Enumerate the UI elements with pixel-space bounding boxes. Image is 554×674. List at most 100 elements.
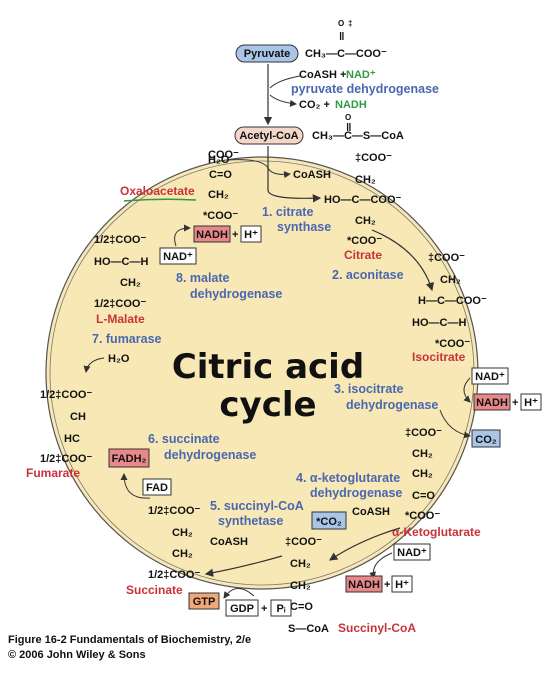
pyruvate-dagger: ‡ bbox=[348, 19, 352, 28]
enzyme-4-line1: 4. α-ketoglutarate bbox=[296, 471, 400, 485]
akgdh-plus: + bbox=[384, 579, 390, 591]
sdh-fadh2: FADH₂ bbox=[112, 453, 147, 465]
oxaloacetate-name: Oxaloacetate bbox=[120, 184, 195, 198]
pyruvate-structure: CH₃—C—COO⁻ bbox=[305, 48, 387, 60]
akgdh-h: H⁺ bbox=[395, 579, 409, 591]
figure-caption-line1: Figure 16-2 Fundamentals of Biochemistry… bbox=[8, 634, 251, 646]
fumarase-arc bbox=[83, 357, 105, 373]
malate-l1: 1/2‡COO⁻ bbox=[94, 234, 146, 246]
akg-l3: CH₂ bbox=[412, 468, 433, 480]
pyruvate-dbl: ‖ bbox=[339, 31, 344, 43]
oaa-l3: CH₂ bbox=[208, 189, 229, 201]
akg-name: α-Ketoglutarate bbox=[392, 525, 481, 539]
acetyl-o: O bbox=[345, 113, 351, 122]
icdh-nad-box bbox=[471, 367, 509, 385]
malate-l3: CH₂ bbox=[120, 277, 141, 289]
enzyme-8-line2: dehydrogenase bbox=[190, 287, 282, 301]
succinate-l2: CH₂ bbox=[172, 527, 193, 539]
mdh-nadh: NADH bbox=[196, 229, 228, 241]
scs-plus: + bbox=[261, 603, 267, 615]
icdh-h-box bbox=[520, 393, 542, 411]
akg-l4: C=O bbox=[412, 490, 435, 502]
fumarate-l1: 1/2‡COO⁻ bbox=[40, 389, 92, 401]
aconitase-arrow bbox=[371, 229, 434, 292]
pdh-nadh: NADH bbox=[335, 99, 367, 111]
akg-l5: *COO⁻ bbox=[405, 510, 440, 522]
enzyme-2: 2. aconitase bbox=[332, 268, 404, 282]
succinate-name: Succinate bbox=[126, 583, 183, 597]
succcoa-l2: CH₂ bbox=[290, 558, 311, 570]
scs-gdp: GDP bbox=[230, 603, 254, 615]
oaa-l4: *COO⁻ bbox=[203, 210, 238, 222]
oaa-l1: COO⁻ bbox=[208, 149, 239, 161]
isocitrate-l1: ‡COO⁻ bbox=[428, 252, 465, 264]
pdh-cofactor-out bbox=[269, 94, 297, 107]
pyruvate-label: Pyruvate bbox=[244, 48, 290, 60]
pdh-cofactor-nad: NAD⁺ bbox=[346, 69, 376, 81]
cycle-title-line1: Citric acid bbox=[172, 347, 364, 387]
icdh-nadh: NADH bbox=[476, 397, 508, 409]
pdh-co2: CO₂ + bbox=[299, 99, 330, 111]
enzyme-6-line2: dehydrogenase bbox=[164, 448, 256, 462]
cs-water: H₂O bbox=[208, 154, 230, 166]
acetyl-into-citrate bbox=[267, 189, 322, 203]
figure-caption-line2: © 2006 John Wiley & Sons bbox=[8, 649, 146, 661]
isocitrate-l4: HO—C—H bbox=[412, 317, 466, 329]
enzyme-1-line1: 1. citrate bbox=[262, 205, 313, 219]
enzyme-3-line1: 3. isocitrate bbox=[334, 382, 404, 396]
akg-l2: CH₂ bbox=[412, 448, 433, 460]
icdh-nad: NAD⁺ bbox=[475, 371, 505, 383]
enzyme-6-line1: 6. succinate bbox=[148, 432, 220, 446]
citrate-l1: ‡COO⁻ bbox=[355, 152, 392, 164]
isocitrate-name: Isocitrate bbox=[412, 350, 466, 364]
enzyme-5-line2: synthetase bbox=[218, 514, 283, 528]
akgdh-coash: CoASH bbox=[352, 506, 390, 518]
pdh-enzyme-label: pyruvate dehydrogenase bbox=[291, 82, 439, 96]
scs-gdp-box bbox=[225, 599, 259, 617]
scs-pi: Pᵢ bbox=[277, 603, 286, 615]
scs-gtp-arc bbox=[223, 588, 255, 599]
succinate-l4: 1/2‡COO⁻ bbox=[148, 569, 200, 581]
icdh-nadh-box bbox=[473, 393, 511, 411]
malate-l2: HO—C—H bbox=[94, 256, 148, 268]
akgdh-nadh: NADH bbox=[348, 579, 380, 591]
mdh-nad-box bbox=[159, 247, 197, 265]
enzyme-4-line2: dehydrogenase bbox=[310, 486, 402, 500]
fumarate-l2: CH bbox=[70, 411, 86, 423]
mdh-nad: NAD⁺ bbox=[163, 251, 193, 263]
citrate-l5: *COO⁻ bbox=[347, 235, 382, 247]
fumarate-l4: 1/2‡COO⁻ bbox=[40, 453, 92, 465]
sdh-cofactor-arc bbox=[120, 473, 151, 499]
fumarate-l3: HC bbox=[64, 433, 80, 445]
succinyl-coa-name: Succinyl-CoA bbox=[338, 621, 416, 635]
icdh-cofactor-arc bbox=[463, 377, 471, 403]
citrate-name: Citrate bbox=[344, 248, 382, 262]
icdh-h: H⁺ bbox=[524, 397, 538, 409]
akgdh-co2: *CO₂ bbox=[316, 516, 342, 528]
isocitrate-l2: CH₂ bbox=[440, 274, 461, 286]
enzyme-3-line2: dehydrogenase bbox=[346, 398, 438, 412]
succinate-l1: 1/2‡COO⁻ bbox=[148, 505, 200, 517]
pyruvate-pill bbox=[235, 44, 299, 63]
fumarate-name: Fumarate bbox=[26, 466, 80, 480]
enzyme-5-line1: 5. succinyl-CoA bbox=[210, 499, 304, 513]
icdh-co2: CO₂ bbox=[475, 434, 497, 446]
malate-l4: 1/2‡COO⁻ bbox=[94, 298, 146, 310]
acetyl-dbl: ‖ bbox=[346, 122, 351, 134]
pyruvate-o: O bbox=[338, 19, 344, 28]
mdh-nadh-box bbox=[193, 225, 231, 243]
isocitrate-l3: H—C—COO⁻ bbox=[418, 295, 487, 307]
akgdh-nad: NAD⁺ bbox=[397, 547, 427, 559]
pdh-cofactor-coash: CoASH + bbox=[299, 69, 346, 81]
enzyme-7: 7. fumarase bbox=[92, 332, 162, 346]
scs-arrow bbox=[204, 555, 283, 577]
akgdh-cofactor-arc bbox=[369, 552, 393, 579]
succinate-l3: CH₂ bbox=[172, 548, 193, 560]
enzyme-1-line2: synthase bbox=[277, 220, 331, 234]
pdh-cofactor-in bbox=[269, 75, 301, 89]
sdh-fad-box bbox=[142, 478, 172, 496]
l-malate-name: L-Malate bbox=[96, 312, 145, 326]
citrate-l4: CH₂ bbox=[355, 215, 376, 227]
mdh-plus: + bbox=[232, 229, 238, 241]
